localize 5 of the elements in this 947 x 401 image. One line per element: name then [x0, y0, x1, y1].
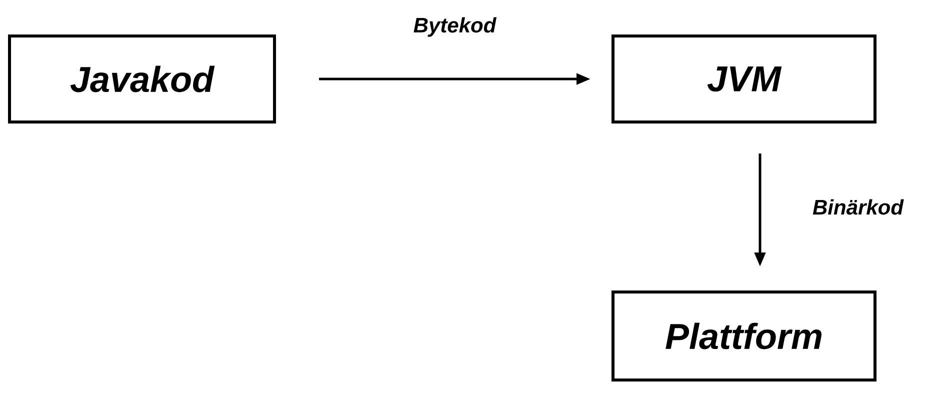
process-box: Plattform	[612, 290, 876, 382]
edge-label: Binärkod	[812, 198, 904, 216]
process-box: JVM	[612, 34, 876, 124]
process-box: Javakod	[8, 34, 276, 124]
edge-label: Bytekod	[412, 16, 498, 38]
